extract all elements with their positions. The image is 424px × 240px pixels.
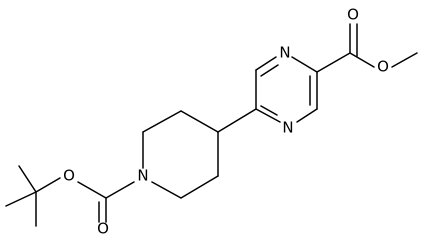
bond-pz-c3-n2: [296, 108, 318, 123]
bond-tbu-methyl-up: [18, 165, 37, 193]
atom-label-pyrazine-n-top: N: [279, 44, 290, 62]
atom-label-ester-methoxy-o: O: [377, 58, 389, 76]
bond-carbamate-c-o-single: [77, 181, 107, 199]
bond-pip-n-c6: [151, 181, 182, 199]
bond-pz-c2-ester-c: [316, 52, 351, 73]
bond-methoxy-o-ch3: [391, 52, 418, 68]
bond-pz-n2-c4-double: [260, 105, 278, 116]
bond-pip-c6-c5: [180, 175, 219, 199]
bonds-group: [5, 23, 418, 227]
atom-label-carbamate-carbonyl-o: O: [97, 220, 109, 238]
bond-pz-c1-n1: [255, 56, 277, 71]
atom-label-ester-carbonyl-o: O: [347, 6, 359, 24]
bond-pip-c3-c2: [142, 110, 182, 133]
bond-n-carbamate-c: [105, 181, 135, 199]
bond-pz-n1-c2: [291, 56, 318, 73]
bond-pz-n2-c4: [255, 108, 281, 123]
bond-ester-c-o-single: [349, 52, 375, 68]
bond-pip-c4-c3: [180, 110, 219, 133]
bond-o-tbu-c: [35, 177, 61, 193]
bond-tbu-methyl-left: [5, 191, 37, 207]
atom-labels-group: N N O O N O O: [63, 6, 389, 238]
atom-label-carbamate-o: O: [63, 167, 75, 185]
bond-pz-c1-n1-double: [260, 64, 279, 77]
bond-pz-to-piperidine: [217, 108, 257, 133]
atom-label-pyrazine-n-bottom: N: [282, 119, 293, 137]
atom-label-piperidine-n: N: [137, 167, 148, 185]
